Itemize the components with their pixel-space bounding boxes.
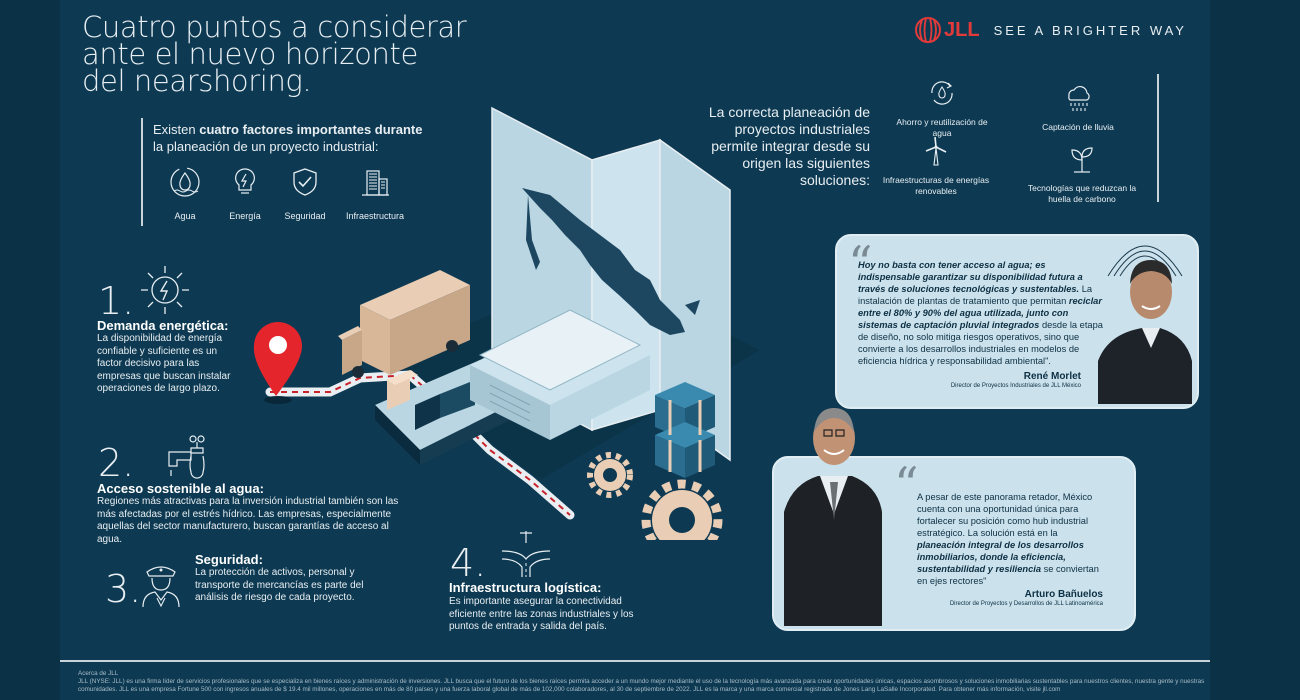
quote-mark-icon: “ (894, 457, 919, 513)
intro-text: Existen (153, 122, 200, 137)
intro-bold: cuatro factores importantes durante (199, 122, 423, 137)
section-body: La protección de activos, personal y tra… (195, 567, 364, 603)
jll-mark-icon (915, 17, 941, 43)
intro-text: la planeación de un proyecto industrial: (153, 139, 379, 154)
quote-author-name: Arturo Bañuelos (1024, 589, 1103, 600)
shield-check-icon (293, 168, 317, 196)
jll-logo: JLL (914, 16, 980, 44)
building-icon (362, 170, 389, 196)
factors-list: Agua Energía Seguridad Infraestructura (155, 165, 415, 221)
page-title: Cuatro puntos a considerar ante el nuevo… (82, 10, 467, 98)
rene-morlet-photo (1098, 245, 1192, 404)
factors-intro: Existen cuatro factores importantes dura… (153, 121, 433, 155)
section-title: Seguridad: (195, 552, 263, 567)
factor-label: Infraestructura (345, 211, 405, 221)
boxes-illustration (655, 382, 715, 478)
footer-divider (60, 660, 1210, 662)
location-pin-icon (253, 322, 302, 404)
solution-label: Tecnologías que reduzcan la huella de ca… (1027, 183, 1137, 204)
factor-label: Seguridad (284, 211, 326, 221)
solution-rain: Captación de lluvia (1023, 83, 1133, 133)
quote-run: se conviertan en ejes rectores" (917, 564, 1099, 586)
plant-icon (1071, 147, 1093, 173)
quote-author-role: Director de Proyectos Industriales de JL… (950, 383, 1081, 389)
solutions-intro: La correcta planeación de proyectos indu… (708, 104, 870, 188)
intro-divider (141, 118, 143, 226)
solution-label: Infraestructuras de energías renovables (882, 175, 990, 196)
warehouse-illustration (470, 309, 650, 440)
factor-seguridad: Seguridad (275, 165, 335, 221)
quote-author-role: Director de Proyectos y Desarrollos de J… (949, 601, 1103, 607)
jll-brand: JLL SEE A BRIGHTER WAY (914, 14, 1187, 46)
section-title: Demanda energética: (97, 318, 229, 333)
water-icon (170, 167, 200, 197)
solutions-divider (1157, 74, 1159, 202)
footer-text: JLL (NYSE: JLL) es una firma líder de se… (78, 678, 1205, 693)
section-title: Infraestructura logística: (449, 580, 602, 595)
water-tap-icon (168, 435, 205, 479)
section-number: 2. (98, 441, 135, 485)
truck-illustration (338, 270, 470, 378)
quote-emphasis: Hoy no basta con tener acceso al agua; e… (858, 260, 1083, 294)
quote-mark-icon: “ (848, 236, 873, 292)
factor-agua: Agua (155, 165, 215, 221)
brand-tagline: SEE A BRIGHTER WAY (993, 22, 1187, 38)
solution-label: Ahorro y reutilización de agua (896, 117, 988, 138)
arturo-banuelos-photo (784, 408, 882, 626)
factor-label: Agua (174, 211, 196, 221)
section-body: Regiones más atractivas para la inversió… (97, 496, 399, 545)
rain-cloud-icon (1068, 85, 1090, 111)
title-line: ante el nuevo horizonte (82, 37, 418, 71)
water-recycle-icon (931, 81, 953, 105)
factor-label: Energía (229, 211, 261, 221)
solution-renewable: Infraestructuras de energías renovables (881, 136, 991, 197)
logistics-illustration (253, 106, 760, 540)
quote-author-name: René Morlet (1023, 371, 1081, 382)
security-guard-icon (142, 566, 180, 608)
section-title: Acceso sostenible al agua: (97, 481, 264, 496)
factor-infraestructura: Infraestructura (335, 165, 415, 221)
wind-turbine-icon (925, 136, 947, 166)
footer: Acerca de JLL JLL (NYSE: JLL) es una fir… (78, 670, 1208, 694)
quote-text: Hoy no basta con tener acceso al agua; e… (858, 259, 1106, 367)
quote-run: La instalación de plantas de tratamiento… (858, 284, 1093, 306)
solution-carbon: Tecnologías que reduzcan la huella de ca… (1027, 144, 1137, 205)
gear-icon (587, 452, 633, 498)
factor-energia: Energía (215, 165, 275, 221)
quote-run: A pesar de este panorama retador, México… (917, 492, 1093, 538)
solution-label: Captación de lluvia (1042, 122, 1114, 132)
title-line: Cuatro puntos a considerar (82, 10, 467, 44)
section-number: 1. (98, 279, 135, 323)
section-number: 3. (105, 567, 142, 611)
quote-run: desde la etapa de diseño, no solo mitiga… (858, 320, 1103, 366)
energy-icon (141, 266, 189, 314)
quote-emphasis: reciclar entre el 80% y 90% del agua uti… (858, 296, 1102, 330)
gear-icon (641, 479, 723, 540)
title-line: del nearshoring. (82, 64, 312, 98)
quote-emphasis: planeación integral de los desarrollos i… (917, 540, 1084, 574)
lightbulb-icon (235, 168, 255, 194)
quote-text: A pesar de este panorama retador, México… (917, 491, 1107, 587)
jll-logo-text: JLL (944, 18, 980, 41)
section-body: Es importante asegurar la conectividad e… (449, 596, 634, 632)
section-number: 4. (450, 541, 487, 585)
road-junction-icon (501, 531, 551, 577)
footer-heading: Acerca de JLL (78, 670, 119, 677)
section-body: La disponibilidad de energía confiable y… (97, 333, 231, 394)
solution-water: Ahorro y reutilización de agua (887, 78, 997, 139)
